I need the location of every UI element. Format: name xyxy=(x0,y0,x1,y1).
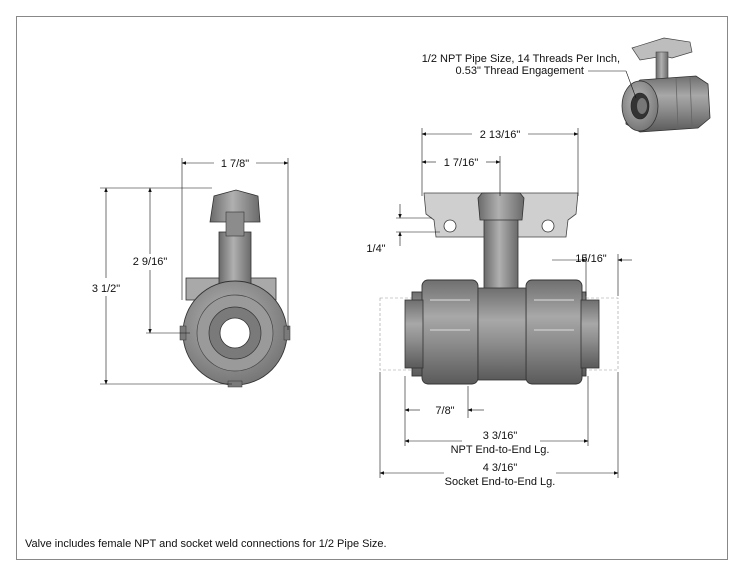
front-view-dimensions: 2 13/16" 1 7/16" 1/4" 15/16" 7/8" 3 3/16… xyxy=(366,128,632,488)
side-view xyxy=(179,189,291,388)
dim-handle-offset: 1/4" xyxy=(366,243,385,255)
footer-note: Valve includes female NPT and socket wel… xyxy=(25,538,387,550)
callout: 1/2 NPT Pipe Size, 14 Threads Per Inch, … xyxy=(422,53,637,99)
dim-socket-depth: 15/16" xyxy=(575,253,607,265)
dim-socket-length: 4 3/16" xyxy=(483,462,518,474)
dim-side-height-center: 2 9/16" xyxy=(133,256,168,268)
dim-npt-length: 3 3/16" xyxy=(483,430,518,442)
dim-side-height-overall: 3 1/2" xyxy=(92,283,120,295)
callout-line-2: 0.53" Thread Engagement xyxy=(456,65,584,77)
dim-handle-width: 2 13/16" xyxy=(480,129,521,141)
dim-npt-length-label: NPT End-to-End Lg. xyxy=(451,444,550,456)
callout-line-1: 1/2 NPT Pipe Size, 14 Threads Per Inch, xyxy=(422,53,620,65)
dim-handle-center: 1 7/16" xyxy=(444,157,479,169)
dim-thread-depth: 7/8" xyxy=(435,405,454,417)
drawing-frame xyxy=(16,16,728,560)
side-view-dimensions: 1 7/8" 3 1/2" 2 9/16" xyxy=(92,158,289,385)
iso-view xyxy=(621,37,711,133)
dim-side-width: 1 7/8" xyxy=(221,158,249,170)
dim-socket-length-label: Socket End-to-End Lg. xyxy=(445,476,556,488)
front-view xyxy=(379,192,619,385)
